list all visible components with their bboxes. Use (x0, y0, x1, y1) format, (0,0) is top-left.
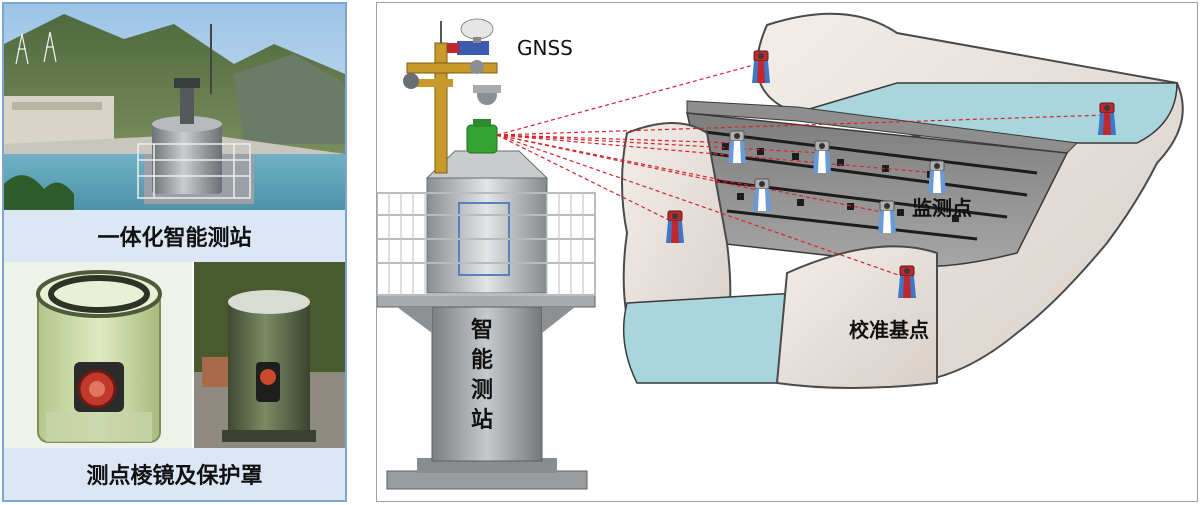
dam-galleries (696, 129, 1038, 241)
reference-point-label: 校准基点 (849, 318, 929, 342)
prism-housing-photo (194, 262, 345, 448)
caption-prism-cover: 测点棱镜及保护罩 (4, 448, 345, 500)
dam-illustration (621, 12, 1184, 389)
photo-collage-panel: 一体化智能测站 (2, 2, 347, 502)
station-char: 智 (471, 317, 493, 343)
reference-point-marker (897, 265, 917, 299)
station-tower (376, 18, 596, 490)
prism-housing-svg (194, 262, 345, 448)
monitoring-point-marker (877, 200, 897, 234)
gnss-label: GNSS (517, 36, 573, 60)
diagram-svg: GNSS 智 能 测 站 监测点 校准基点 (376, 12, 1184, 490)
monitoring-system-diagram: GNSS 智 能 测 站 监测点 校准基点 (376, 2, 1198, 502)
monitoring-point-marker (927, 160, 947, 194)
reference-point-marker (665, 210, 685, 244)
monitoring-point-label: 监测点 (912, 196, 972, 220)
monitoring-point-marker (812, 140, 832, 174)
monitoring-point-marker (727, 130, 747, 164)
station-vertical-label: 智 能 测 站 (471, 317, 493, 433)
caption-integrated-station: 一体化智能测站 (4, 210, 345, 262)
reference-point-marker (1097, 102, 1117, 136)
station-char: 能 (471, 347, 493, 373)
station-char: 站 (471, 408, 493, 433)
sight-lines (496, 62, 1108, 279)
station-char: 测 (471, 378, 493, 403)
station-photo-svg (4, 4, 345, 210)
railing-bars (388, 193, 584, 295)
dam-openings (722, 143, 959, 222)
station-photo (4, 4, 345, 210)
prism-cover-svg (4, 262, 192, 448)
prism-cover-photo (4, 262, 192, 448)
reference-point-marker (751, 50, 771, 84)
monitoring-point-marker (752, 178, 772, 212)
